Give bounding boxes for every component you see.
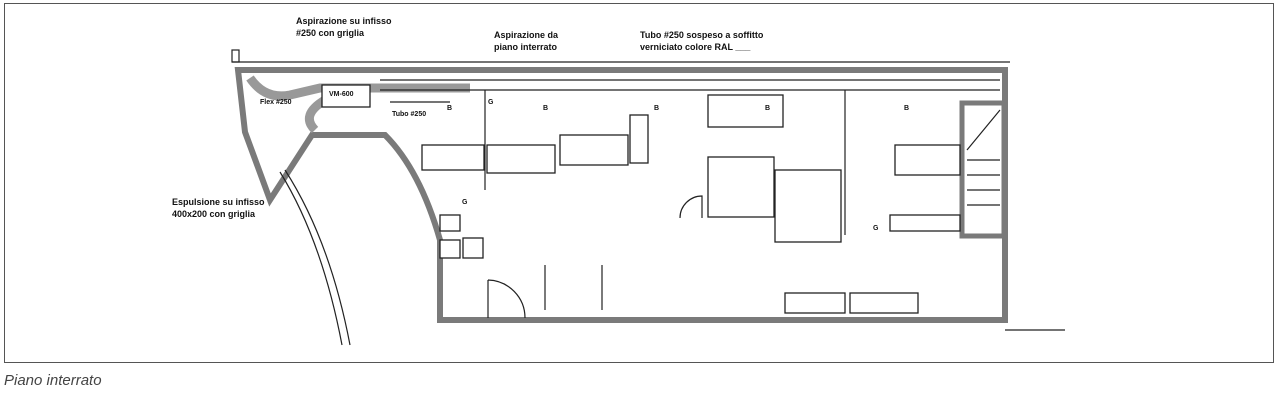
label-tube-ceiling-2: verniciato colore RAL ___	[640, 42, 751, 52]
floor-plan: Aspirazione su infisso #250 con griglia …	[172, 16, 1065, 346]
ramp-edge	[279, 171, 343, 346]
chairs	[849, 292, 919, 314]
desk	[894, 144, 961, 176]
grille-g: G	[462, 199, 468, 206]
desk	[707, 94, 784, 128]
door	[487, 279, 526, 319]
label-tube: Tubo #250	[392, 111, 426, 118]
label-flex: Flex #250	[260, 99, 292, 106]
desk	[486, 144, 556, 174]
vm600-unit	[321, 84, 371, 108]
cabinet	[439, 239, 461, 259]
drawing-frame	[4, 3, 1274, 363]
cabinet	[439, 214, 461, 232]
label-intake-basement-1: Aspirazione da	[494, 30, 559, 40]
label-tube-ceiling-1: Tubo #250 sospeso a soffitto	[640, 30, 764, 40]
duct	[246, 75, 470, 101]
label-unit: VM-600	[329, 91, 354, 98]
outer-wall	[234, 67, 1008, 323]
label-exhaust-1: Espulsione su infisso	[172, 197, 265, 207]
duct	[304, 96, 328, 134]
diffuser-b: B	[904, 105, 909, 112]
label-intake-infisso-1: Aspirazione su infisso	[296, 16, 392, 26]
desk	[774, 169, 842, 243]
desk	[421, 144, 485, 171]
desk	[559, 134, 629, 166]
door	[679, 195, 703, 219]
grille-g: G	[488, 99, 494, 106]
cabinet	[462, 237, 484, 259]
label-intake-infisso-2: #250 con griglia	[296, 28, 365, 38]
desk	[629, 114, 649, 164]
desk	[889, 214, 961, 232]
diffuser-b: B	[543, 105, 548, 112]
diffuser-b: B	[765, 105, 770, 112]
diffuser-b: B	[447, 105, 452, 112]
label-exhaust-2: 400x200 con griglia	[172, 209, 256, 219]
grille-g: G	[873, 225, 879, 232]
desk	[784, 292, 846, 314]
ramp-edge	[284, 169, 351, 346]
diffuser-b: B	[654, 105, 659, 112]
pillar	[231, 49, 240, 63]
stair-wall	[959, 100, 1007, 239]
stairs	[966, 109, 1001, 206]
door-frame	[544, 265, 603, 310]
figure-caption: Piano interrato	[4, 372, 102, 389]
desk	[707, 156, 775, 218]
label-intake-basement-2: piano interrato	[494, 42, 558, 52]
